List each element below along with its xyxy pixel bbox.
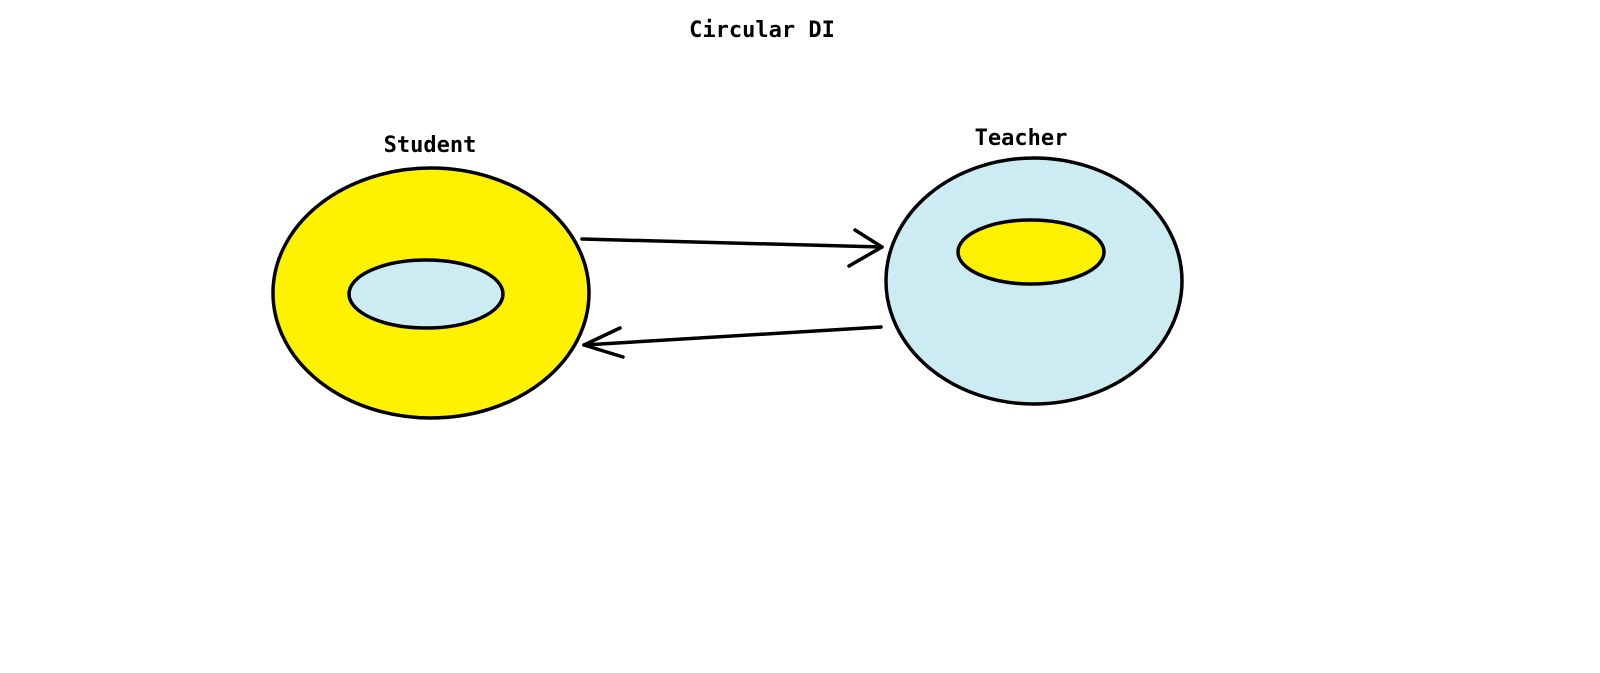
student-label: Student xyxy=(384,133,477,158)
arrow-teacher-to-student-shaft xyxy=(582,325,883,347)
teacher-inner-ellipse xyxy=(956,218,1106,286)
arrow-teacher-to-student xyxy=(582,325,883,359)
teacher-node: Teacher xyxy=(884,126,1184,406)
arrow-student-to-teacher-shaft xyxy=(580,237,884,249)
teacher-label: Teacher xyxy=(975,126,1068,151)
arrow-teacher-to-student-head xyxy=(582,326,625,359)
arrow-student-to-teacher xyxy=(580,228,884,268)
student-node: Student xyxy=(271,133,591,420)
diagram-title: Circular DI xyxy=(689,18,835,43)
arrow-student-to-teacher-head xyxy=(847,228,884,268)
student-inner-ellipse xyxy=(347,258,505,330)
